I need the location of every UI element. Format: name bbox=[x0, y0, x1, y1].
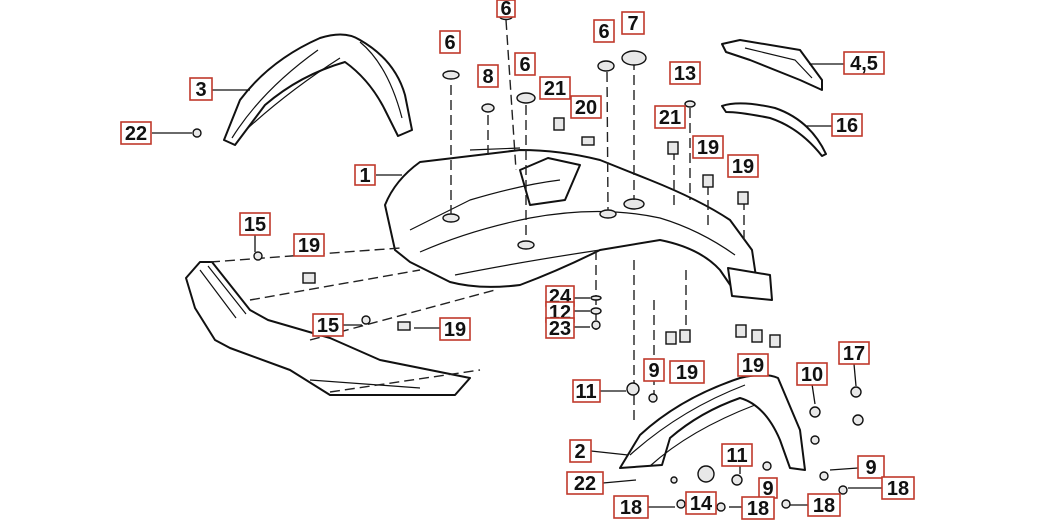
side-trim-part bbox=[721, 102, 827, 157]
callout: 11 bbox=[572, 379, 601, 403]
callout: 19 bbox=[692, 135, 724, 159]
callout: 18 bbox=[807, 493, 841, 517]
callout: 22 bbox=[120, 121, 152, 145]
svg-text:22: 22 bbox=[574, 473, 596, 495]
callout: 11 bbox=[721, 443, 753, 467]
svg-text:22: 22 bbox=[125, 123, 147, 145]
svg-text:18: 18 bbox=[813, 495, 835, 517]
rear-fender-part bbox=[619, 374, 806, 471]
svg-text:15: 15 bbox=[244, 214, 266, 236]
svg-text:19: 19 bbox=[676, 362, 698, 384]
svg-text:19: 19 bbox=[732, 156, 754, 178]
svg-text:18: 18 bbox=[620, 497, 642, 519]
svg-text:16: 16 bbox=[836, 115, 858, 137]
callout: 6 bbox=[496, 0, 516, 20]
callout: 17 bbox=[838, 341, 870, 365]
svg-text:9: 9 bbox=[865, 457, 876, 479]
svg-text:4,5: 4,5 bbox=[850, 53, 878, 75]
callout: 9 bbox=[857, 455, 885, 479]
svg-text:6: 6 bbox=[500, 0, 511, 20]
callout: 13 bbox=[669, 61, 701, 85]
callout: 18 bbox=[613, 495, 649, 519]
svg-text:19: 19 bbox=[444, 319, 466, 341]
svg-text:19: 19 bbox=[697, 137, 719, 159]
callout: 19 bbox=[439, 317, 471, 341]
callout: 21 bbox=[539, 76, 571, 100]
callout: 4,5 bbox=[843, 51, 885, 75]
hardware-items bbox=[192, 13, 864, 512]
callout: 7 bbox=[621, 11, 645, 35]
svg-text:21: 21 bbox=[659, 107, 681, 129]
callout: 16 bbox=[831, 113, 863, 137]
svg-text:13: 13 bbox=[674, 63, 696, 85]
main-body-cover bbox=[384, 147, 773, 301]
svg-text:6: 6 bbox=[444, 32, 455, 54]
callout: 19 bbox=[727, 154, 759, 178]
svg-text:1: 1 bbox=[359, 165, 370, 187]
callout: 2 bbox=[569, 439, 592, 463]
svg-text:18: 18 bbox=[887, 478, 909, 500]
svg-text:8: 8 bbox=[482, 66, 493, 88]
callout: 14 bbox=[685, 491, 717, 515]
svg-text:18: 18 bbox=[747, 498, 769, 520]
svg-text:15: 15 bbox=[317, 315, 339, 337]
callout: 6 bbox=[514, 52, 536, 76]
svg-text:6: 6 bbox=[598, 21, 609, 43]
svg-text:6: 6 bbox=[519, 54, 530, 76]
callout: 15 bbox=[239, 212, 271, 236]
svg-text:7: 7 bbox=[627, 13, 638, 35]
callout: 3 bbox=[189, 77, 213, 101]
callout: 10 bbox=[796, 362, 828, 386]
front-fender-part bbox=[223, 33, 413, 146]
svg-text:19: 19 bbox=[298, 235, 320, 257]
callout: 22 bbox=[566, 471, 604, 495]
svg-text:11: 11 bbox=[575, 381, 596, 403]
callout: 18 bbox=[741, 496, 775, 520]
callout: 19 bbox=[293, 233, 325, 257]
callout: 9 bbox=[643, 358, 665, 382]
svg-text:23: 23 bbox=[549, 318, 571, 340]
callout: 15 bbox=[312, 313, 344, 337]
svg-text:11: 11 bbox=[726, 445, 747, 467]
callout: 19 bbox=[669, 360, 705, 384]
callout: 6 bbox=[593, 19, 615, 43]
svg-text:17: 17 bbox=[843, 343, 865, 365]
callout-labels: 6 6 6 6 7 8 3 4,5 13 21 20 21 16 22 19 1… bbox=[120, 0, 915, 520]
callout: 8 bbox=[477, 64, 499, 88]
callout: 18 bbox=[881, 476, 915, 500]
svg-text:10: 10 bbox=[801, 364, 823, 386]
svg-text:3: 3 bbox=[195, 79, 206, 101]
svg-text:14: 14 bbox=[690, 493, 713, 515]
callout: 23 bbox=[545, 317, 575, 340]
callout: 1 bbox=[354, 164, 376, 187]
callout: 19 bbox=[737, 353, 769, 377]
svg-text:9: 9 bbox=[648, 360, 659, 382]
svg-text:19: 19 bbox=[742, 355, 764, 377]
svg-text:2: 2 bbox=[574, 441, 585, 463]
callout: 21 bbox=[654, 105, 686, 129]
callout: 6 bbox=[439, 30, 461, 54]
rear-panel-part bbox=[721, 39, 823, 91]
svg-text:9: 9 bbox=[762, 478, 773, 500]
svg-text:20: 20 bbox=[575, 97, 597, 119]
svg-text:21: 21 bbox=[544, 78, 566, 100]
callout: 20 bbox=[570, 95, 602, 119]
